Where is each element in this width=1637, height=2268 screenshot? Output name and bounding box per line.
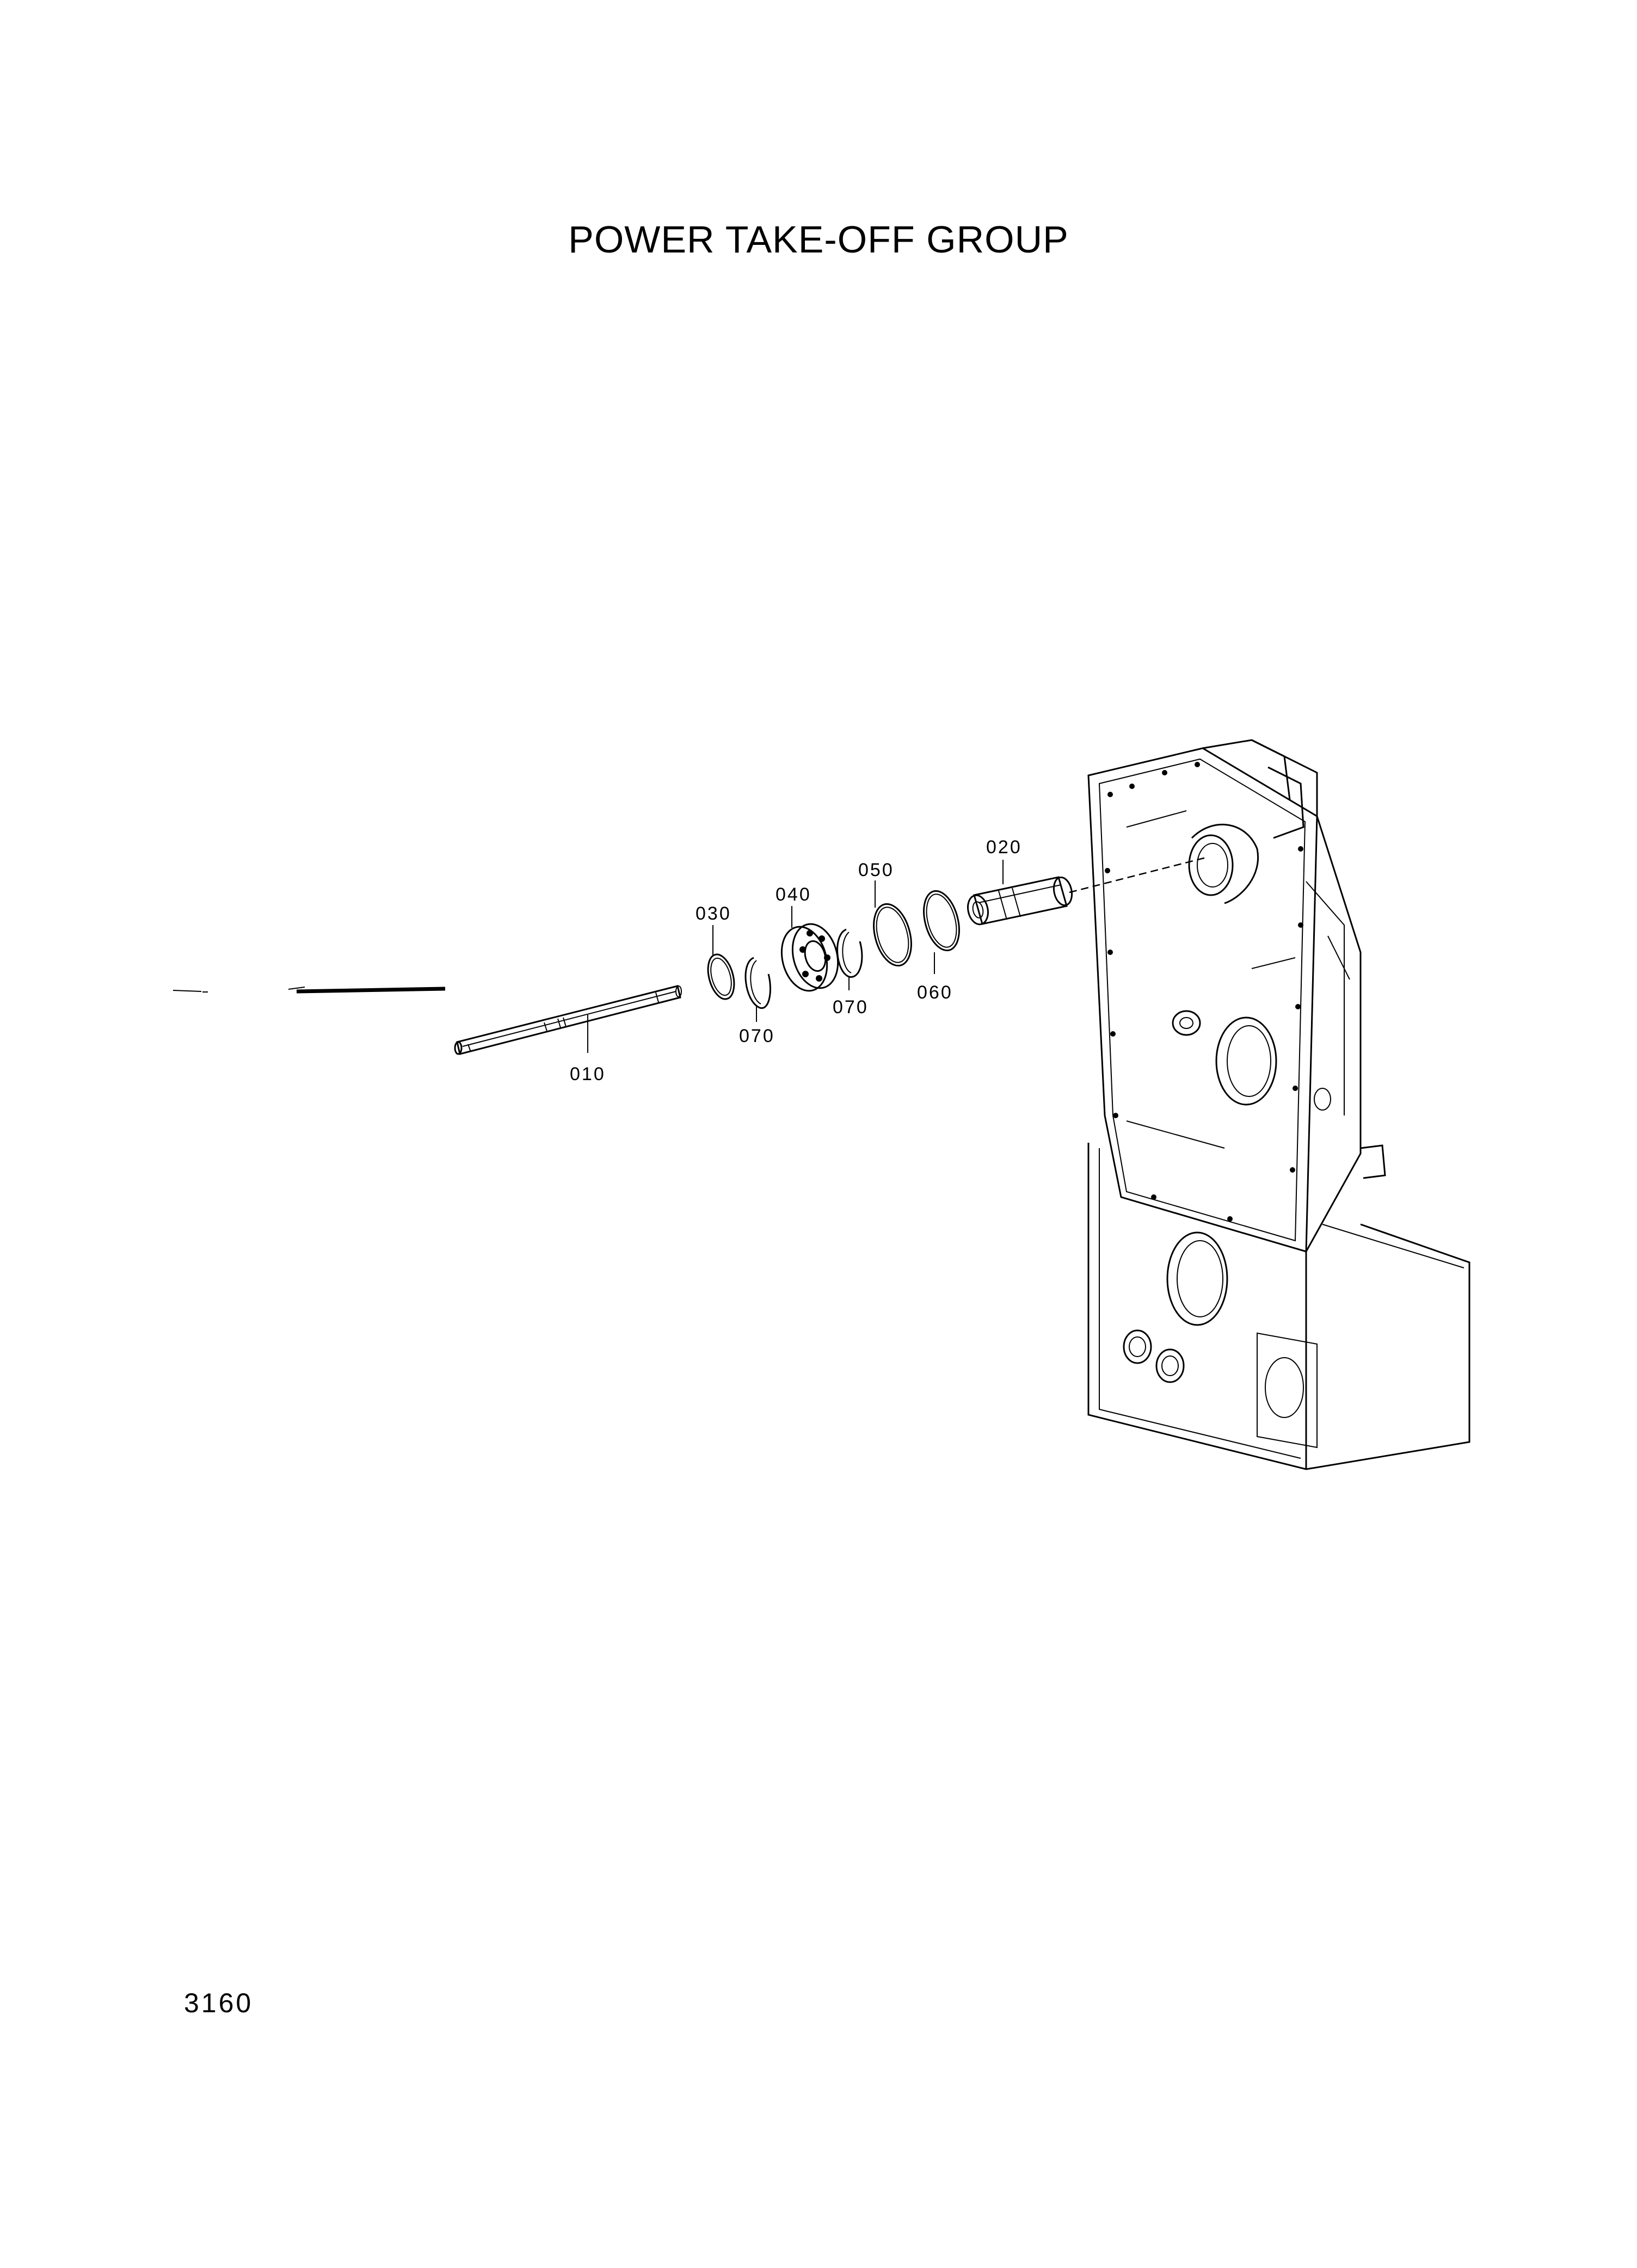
callout-070-first: 070 xyxy=(739,1026,775,1046)
callout-040: 040 xyxy=(776,884,811,905)
assembly-axis-line xyxy=(1069,856,1209,893)
transmission-housing xyxy=(1087,739,1470,1470)
part-060-snap-ring xyxy=(923,890,960,952)
stray-line-left xyxy=(288,987,446,994)
callout-010: 010 xyxy=(570,1064,606,1084)
part-050-o-ring xyxy=(873,903,912,967)
part-030-snap-ring xyxy=(707,953,735,1000)
part-040-bearing xyxy=(780,923,839,992)
part-010-shaft xyxy=(454,985,682,1055)
callout-030: 030 xyxy=(696,903,731,924)
page-number: 3160 xyxy=(184,1988,254,2018)
callout-070-second: 070 xyxy=(833,997,869,1018)
callout-020: 020 xyxy=(986,837,1022,858)
leader-lines xyxy=(587,860,1004,1053)
part-020-sleeve xyxy=(967,876,1073,926)
callout-050: 050 xyxy=(858,860,894,880)
part-070-circlip-first xyxy=(744,957,771,1009)
callout-060: 060 xyxy=(917,982,953,1003)
page-title: POWER TAKE-OFF GROUP xyxy=(568,218,1069,261)
part-070-circlip-second xyxy=(836,928,863,978)
stray-mark-left xyxy=(173,990,208,993)
